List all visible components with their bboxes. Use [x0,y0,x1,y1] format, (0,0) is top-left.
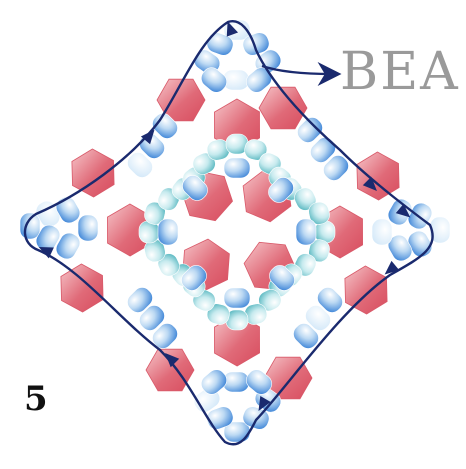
blue-seed-bead [224,288,250,308]
blue-seed-bead [158,219,178,245]
red-hexagon-bead [72,149,114,197]
blue-seed-bead [78,215,98,241]
watermark-text: BEA [340,46,460,98]
pale-seed-bead [372,219,392,245]
blue-seed-bead [223,372,249,392]
blue-seed-bead [224,158,250,178]
red-hexagon-bead [357,152,399,200]
blue-seed-bead [20,213,40,239]
red-hexagon-bead [345,266,387,314]
step-number: 5 [24,382,48,416]
red-hexagon-bead [61,264,103,312]
blue-seed-bead [296,219,316,245]
pale-seed-bead [223,70,249,90]
